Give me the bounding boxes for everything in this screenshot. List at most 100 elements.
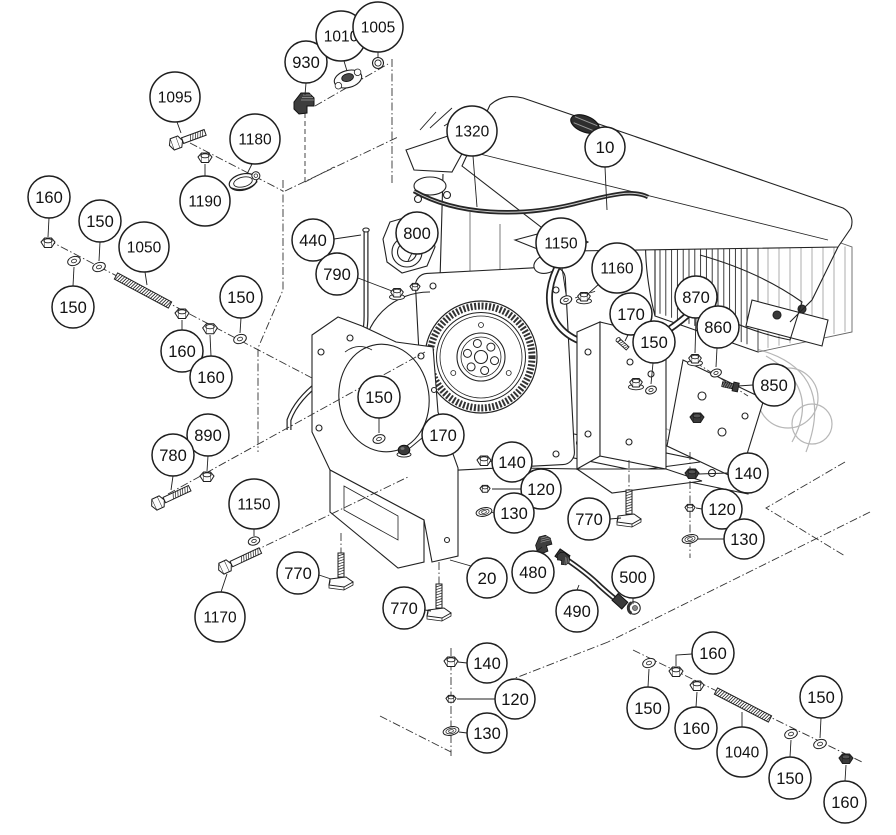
callout-1160-19: 1160 bbox=[591, 242, 643, 294]
leader-line-160 bbox=[675, 653, 693, 666]
part-nutdark bbox=[689, 412, 705, 423]
leader-line-150 bbox=[789, 739, 792, 758]
callout-number: 490 bbox=[563, 603, 591, 621]
callout-160-47: 160 bbox=[691, 631, 735, 675]
foot-slot bbox=[343, 485, 399, 541]
callout-balloon bbox=[674, 706, 718, 750]
part-nutdark bbox=[838, 753, 854, 764]
part-oring bbox=[371, 56, 385, 70]
callout-1150-18: 1150 bbox=[535, 217, 587, 269]
callout-number: 160 bbox=[168, 343, 196, 361]
breather-hose-highlight bbox=[413, 190, 649, 213]
callout-number: 770 bbox=[284, 565, 312, 583]
part-washer bbox=[67, 255, 81, 267]
callout-1170-30: 1170 bbox=[194, 591, 246, 643]
callout-balloon bbox=[228, 478, 280, 530]
callout-balloon bbox=[78, 199, 122, 243]
callout-balloon bbox=[284, 40, 328, 84]
callout-balloon bbox=[27, 175, 71, 219]
callout-number: 150 bbox=[776, 770, 804, 788]
callout-number: 500 bbox=[619, 569, 647, 587]
assembly-axis-line bbox=[284, 136, 399, 192]
callout-balloon bbox=[186, 413, 230, 457]
callout-130-46: 130 bbox=[466, 712, 508, 754]
part-nutsm bbox=[479, 484, 491, 493]
leader-line-1095 bbox=[176, 121, 182, 134]
callout-150-52: 150 bbox=[799, 675, 843, 719]
leader-line-170 bbox=[624, 334, 629, 342]
part-washer bbox=[784, 728, 798, 740]
callout-120-45: 120 bbox=[494, 678, 536, 720]
callout-1320-6: 1320 bbox=[446, 105, 498, 157]
callout-number: 1005 bbox=[361, 20, 395, 37]
part-washer bbox=[92, 261, 106, 273]
part-flangenut bbox=[687, 354, 703, 367]
hose-fitting bbox=[611, 592, 629, 610]
callout-balloon bbox=[382, 586, 426, 630]
leader-line-140 bbox=[698, 472, 729, 475]
callout-balloon bbox=[395, 211, 439, 255]
part-washer bbox=[247, 536, 261, 546]
callout-number: 130 bbox=[473, 725, 501, 743]
callout-balloon bbox=[535, 217, 587, 269]
callout-number: 10 bbox=[596, 138, 615, 157]
callout-balloon bbox=[352, 1, 404, 53]
leader-line-150 bbox=[819, 717, 822, 739]
bracket-hole bbox=[741, 412, 749, 420]
part-bolt bbox=[168, 128, 207, 151]
callout-850-24: 850 bbox=[752, 363, 796, 407]
bracket-hole bbox=[584, 430, 592, 438]
leader-line-150 bbox=[239, 317, 242, 334]
callout-balloon bbox=[229, 113, 281, 165]
callout-20-33: 20 bbox=[466, 557, 508, 599]
callout-860-23: 860 bbox=[696, 305, 740, 349]
callout-balloon bbox=[611, 555, 655, 599]
callout-balloon bbox=[674, 275, 718, 319]
part-tbolt bbox=[426, 583, 452, 622]
part-nut bbox=[202, 323, 218, 335]
callout-150-48: 150 bbox=[626, 686, 670, 730]
part-bolt bbox=[151, 484, 192, 511]
part-flangenut bbox=[576, 292, 592, 305]
callout-150-11: 150 bbox=[51, 285, 95, 329]
callout-number: 170 bbox=[617, 306, 645, 324]
leader-line-890 bbox=[206, 455, 209, 472]
part-tbolt bbox=[616, 489, 642, 528]
callout-130-36: 130 bbox=[493, 492, 535, 534]
callout-balloon bbox=[491, 441, 533, 483]
callout-150-25: 150 bbox=[357, 375, 401, 419]
leader-line-150 bbox=[72, 266, 75, 287]
callout-150-21: 150 bbox=[632, 320, 676, 364]
callout-number: 870 bbox=[682, 289, 710, 307]
callout-balloon bbox=[194, 591, 246, 643]
cover-bolt bbox=[429, 282, 437, 290]
manifold-bolt bbox=[442, 190, 452, 200]
plate-hole bbox=[417, 352, 425, 360]
callout-number: 480 bbox=[519, 564, 547, 582]
callout-balloon bbox=[752, 363, 796, 407]
callout-800-16: 800 bbox=[395, 211, 439, 255]
leader-line-1170 bbox=[220, 573, 228, 593]
callout-balloon bbox=[421, 413, 465, 457]
part-tbolt bbox=[328, 552, 354, 591]
callout-number: 1050 bbox=[127, 240, 162, 257]
callout-leader-lines bbox=[47, 52, 847, 782]
callout-number: 1040 bbox=[725, 745, 760, 762]
part-stud bbox=[713, 687, 773, 723]
callout-number: 1010 bbox=[324, 29, 359, 46]
callout-1180-2: 1180 bbox=[229, 113, 281, 165]
assembly-axis-line bbox=[189, 142, 284, 192]
callout-500-40: 500 bbox=[611, 555, 655, 599]
callout-160-13: 160 bbox=[189, 355, 233, 399]
callout-balloon bbox=[219, 275, 263, 319]
part-washer bbox=[813, 738, 827, 750]
callout-balloon bbox=[149, 71, 201, 123]
callout-440-15: 440 bbox=[291, 218, 335, 262]
hardware-parts bbox=[40, 56, 854, 764]
plate-hole bbox=[317, 348, 325, 356]
leader-line-10 bbox=[604, 166, 608, 211]
part-flangenut bbox=[628, 378, 644, 391]
callout-number: 160 bbox=[682, 720, 710, 738]
callout-balloon bbox=[716, 726, 768, 778]
